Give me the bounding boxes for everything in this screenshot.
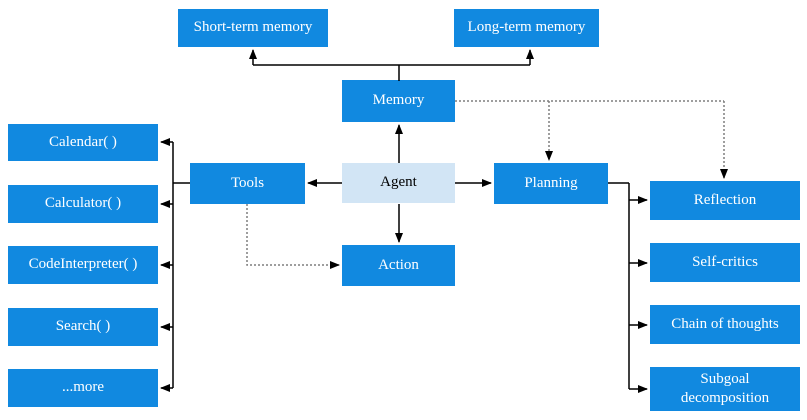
node-tools: Tools [190, 163, 305, 204]
edge-memory-to-term-memories [249, 49, 534, 81]
node-memory: Memory [342, 80, 455, 122]
node-action: Action [342, 245, 455, 286]
node-search: Search( ) [8, 308, 158, 346]
node-long-term-memory: Long-term memory [454, 9, 599, 47]
edge-tools-to-tool-list [160, 138, 190, 392]
node-code-interpreter: CodeInterpreter( ) [8, 246, 158, 284]
node-reflection: Reflection [650, 181, 800, 220]
node-subgoal-decomposition: Subgoal decomposition [650, 367, 800, 411]
node-agent: Agent [342, 163, 455, 203]
node-more: ...more [8, 369, 158, 407]
node-chain-of-thoughts: Chain of thoughts [650, 305, 800, 344]
node-planning: Planning [494, 163, 608, 204]
node-calendar: Calendar( ) [8, 124, 158, 161]
node-short-term-memory: Short-term memory [178, 9, 328, 47]
edge-planning-to-strategies [608, 182, 648, 393]
edge-dotted-tools-to-action [246, 204, 340, 269]
node-calculator: Calculator( ) [8, 185, 158, 223]
node-self-critics: Self-critics [650, 243, 800, 282]
